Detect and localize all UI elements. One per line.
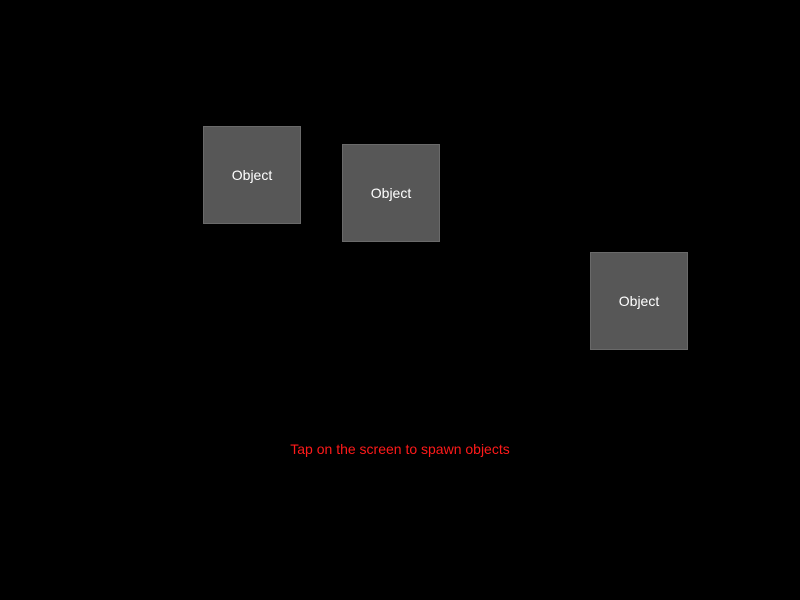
object-label: Object [618, 293, 660, 309]
object-label: Object [370, 185, 412, 201]
object-label: Object [231, 167, 273, 183]
spawned-object[interactable]: Object [342, 144, 440, 242]
instruction-text: Tap on the screen to spawn objects [290, 441, 510, 457]
spawned-object[interactable]: Object [590, 252, 688, 350]
spawned-object[interactable]: Object [203, 126, 301, 224]
